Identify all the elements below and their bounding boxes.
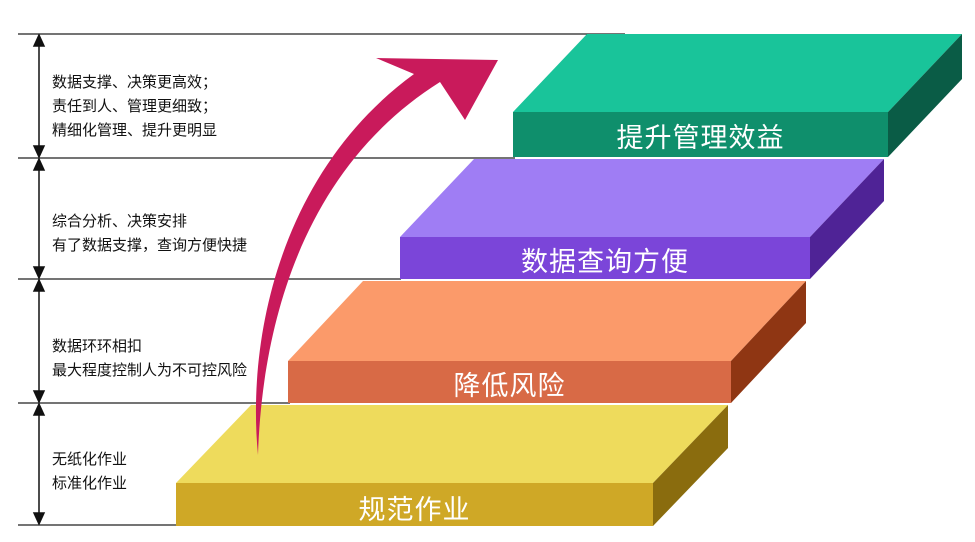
span-arrow-1 <box>32 33 46 159</box>
step-1-label: 提升管理效益 <box>616 123 785 154</box>
note-4: 无纸化作业 标准化作业 <box>52 447 127 495</box>
note-4-line-2: 标准化作业 <box>52 474 128 492</box>
note-3-line-1: 数据环环相扣 <box>52 337 143 355</box>
step-4-block <box>176 405 728 526</box>
step-4-label: 规范作业 <box>358 495 471 526</box>
step-3-label: 降低风险 <box>453 371 566 402</box>
span-arrow-4 <box>32 402 46 526</box>
note-1-line-2: 责任到人、管理更细致； <box>52 97 218 115</box>
note-2: 综合分析、决策安排 有了数据支撑，查询方便快捷 <box>52 209 247 257</box>
step-2-block <box>400 159 884 279</box>
note-4-line-1: 无纸化作业 <box>52 450 128 468</box>
note-1: 数据支撑、决策更高效； 责任到人、管理更细致； 精细化管理、提升更明显 <box>52 70 217 142</box>
step-2-label: 数据查询方便 <box>521 247 689 278</box>
note-2-line-1: 综合分析、决策安排 <box>52 212 188 230</box>
note-1-line-3: 精细化管理、提升更明显 <box>52 121 218 139</box>
growth-arrow <box>255 58 498 455</box>
note-3: 数据环环相扣 最大程度控制人为不可控风险 <box>52 334 247 382</box>
step-1-block <box>513 34 962 157</box>
step-3-block <box>288 281 806 403</box>
span-arrow-3 <box>32 278 46 404</box>
span-arrow-2 <box>32 157 46 280</box>
note-1-line-1: 数据支撑、决策更高效； <box>52 73 218 91</box>
note-3-line-2: 最大程度控制人为不可控风险 <box>52 361 248 379</box>
note-2-line-2: 有了数据支撑，查询方便快捷 <box>52 236 248 254</box>
